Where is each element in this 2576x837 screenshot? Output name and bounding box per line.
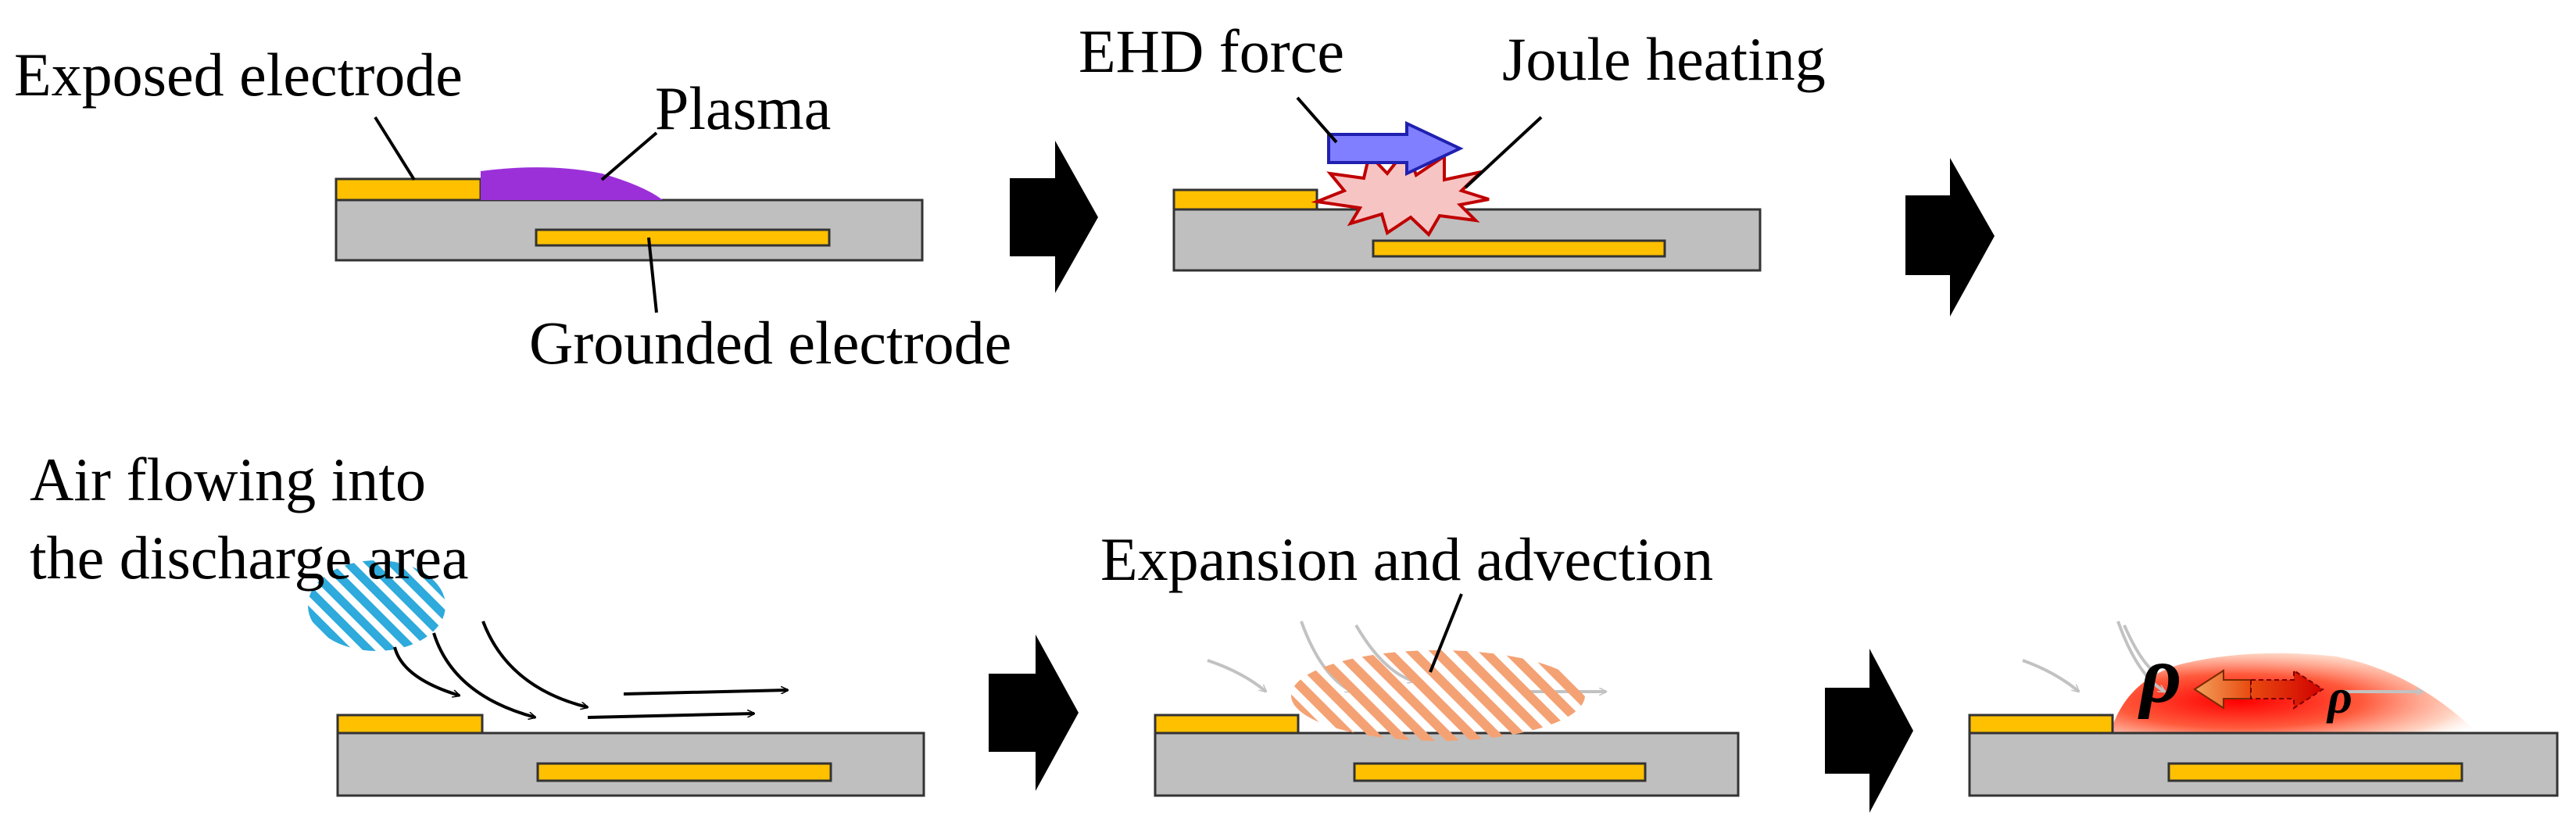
panel-3-air-inflow: Air flowing into the discharge area — [30, 445, 925, 797]
plasma-shape — [481, 167, 663, 200]
grounded-electrode-3 — [536, 762, 832, 782]
label-grounded-electrode: Grounded electrode — [529, 309, 1011, 377]
label-air-flowing-line1: Air flowing into — [30, 445, 426, 513]
label-plasma: Plasma — [655, 74, 831, 142]
step-arrow-4 — [1825, 649, 1913, 813]
label-ehd-force: EHD force — [1079, 17, 1344, 85]
gray-flow-arrow-5 — [2022, 659, 2079, 692]
gray-flow-arrow-6 — [2116, 621, 2165, 693]
label-expansion-advection: Expansion and advection — [1100, 525, 1713, 593]
leader-grounded-electrode — [647, 237, 658, 313]
leader-ehd-force — [1296, 96, 1338, 144]
panel-4-expansion: Expansion and advection — [1100, 525, 1740, 797]
step-arrow-3 — [989, 635, 1079, 791]
density-arrow-right — [2250, 669, 2324, 710]
leader-exposed-electrode — [374, 116, 416, 181]
leader-expansion — [1429, 593, 1463, 673]
gray-flow-arrow-7 — [2123, 624, 2157, 675]
grounded-electrode-4 — [1353, 762, 1647, 782]
label-air-flowing-line2: the discharge area — [30, 524, 469, 592]
label-rho-large: ρ — [2138, 630, 2182, 720]
exposed-electrode-4 — [1154, 714, 1300, 735]
panel-5-density: ρ ρ — [1968, 621, 2559, 797]
flow-arrow-4 — [623, 690, 788, 696]
expansion-region — [1291, 650, 1585, 741]
step-arrow-1 — [1010, 141, 1098, 293]
exposed-electrode-1 — [335, 177, 482, 202]
label-rho-small: ρ — [2326, 671, 2352, 724]
gray-flow-arrow-1 — [1207, 659, 1266, 692]
panel-1-plasma: Exposed electrode Plasma Grounded electr… — [14, 41, 1011, 377]
leader-plasma — [600, 131, 658, 181]
grounded-electrode-1 — [535, 228, 831, 247]
flow-arrow-2 — [432, 632, 535, 717]
air-region — [308, 560, 445, 651]
step-arrow-2 — [1905, 158, 1995, 317]
exposed-electrode-2 — [1172, 188, 1318, 211]
panel-2-forces: EHD force Joule heating — [1079, 17, 1826, 272]
exposed-electrode-5 — [1968, 714, 2114, 735]
flow-arrow-3 — [481, 621, 588, 707]
grounded-electrode-2 — [1372, 239, 1666, 258]
exposed-electrode-3 — [336, 714, 484, 735]
flow-arrow-5 — [587, 714, 754, 719]
label-joule-heating: Joule heating — [1502, 25, 1826, 93]
label-exposed-electrode: Exposed electrode — [14, 41, 463, 109]
leader-joule-heating — [1464, 116, 1543, 189]
grounded-electrode-5 — [2167, 762, 2463, 782]
flow-arrow-1 — [393, 646, 460, 696]
ehd-force-arrow — [1327, 120, 1464, 177]
